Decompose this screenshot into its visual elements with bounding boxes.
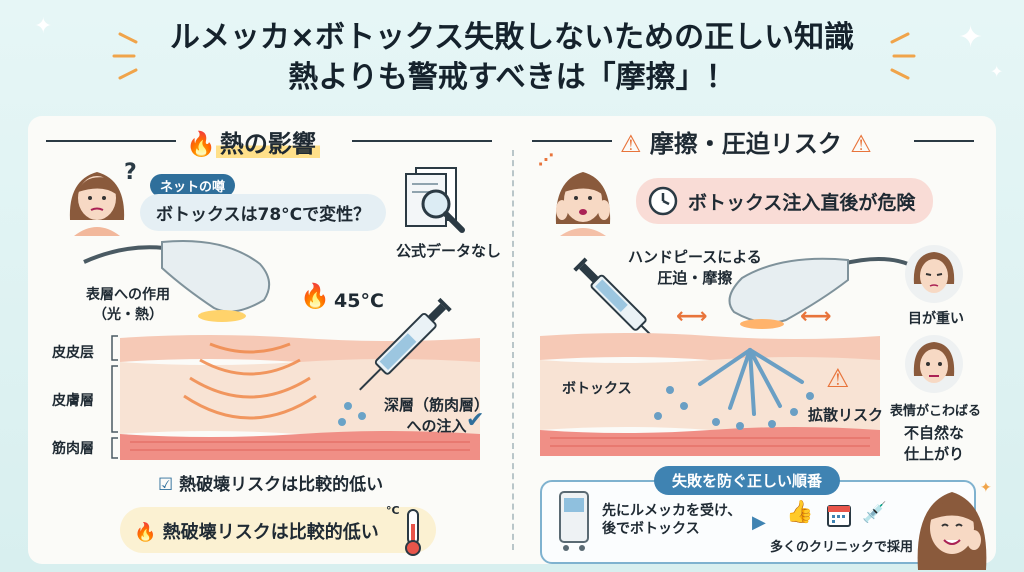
syringe-icon [359, 297, 452, 391]
thermometer-unit: °C [386, 504, 400, 517]
low-risk-pill-text: 🔥 熱破壊リスクは比較的低い [134, 522, 379, 543]
layer-brackets [111, 335, 118, 459]
check-circle-icon: ☑ [158, 475, 174, 495]
layer-label-dermis: 皮膚層 [52, 393, 94, 409]
alarm-lines-icon: ⋰ [538, 150, 554, 169]
arrow-right-icon: ⟷ [800, 304, 832, 329]
temperature-label: 45°C [334, 290, 384, 312]
heavy-eyes-label: 目が重い [908, 311, 964, 327]
magnifier-document-icon [405, 167, 465, 233]
arrow-left-icon: ⟷ [676, 304, 708, 329]
correct-order-heading: 失敗を防ぐ正しい順番 [654, 466, 841, 495]
smiling-woman-avatar [917, 492, 987, 570]
thumbs-up-icon: 👍 [786, 500, 814, 525]
fire-icon: 🔥 [300, 282, 330, 310]
skin-cross-section-right [540, 333, 880, 456]
no-data-label: 公式データなし [396, 242, 502, 260]
fire-icon: 🔥 [186, 130, 216, 158]
shocked-woman-avatar [555, 172, 611, 236]
heading-rule [532, 140, 612, 142]
sparkle-icon: ✦ [958, 20, 984, 55]
title-decoration-right [890, 32, 916, 80]
handpiece-pressure-label: ハンドピースによる 圧迫・摩擦 [628, 248, 762, 287]
thermometer-icon [405, 509, 421, 556]
fire-icon: 🔥 [134, 522, 157, 543]
stiff-face-avatar [905, 335, 963, 393]
sparkle-icon: ✦ [980, 480, 992, 496]
clock-icon [648, 186, 678, 216]
title-decoration-left [112, 32, 138, 80]
question-icon: ? [124, 160, 137, 185]
sparkle-icon: ✦ [34, 14, 53, 39]
warning-icon: ⚠ [826, 364, 850, 394]
rumor-tag: ネットの噂 [150, 174, 236, 197]
low-risk-check: ☑ 熱破壊リスクは比較的低い [158, 475, 384, 495]
low-risk-pill [120, 507, 436, 553]
heavy-eyes-avatar [905, 245, 963, 303]
deep-injection-label: 深層（筋肉層） への注入 [384, 396, 490, 435]
title-line-2: 熱よりも警戒すべきは「摩擦」！ [288, 60, 736, 95]
heading-rule [46, 140, 176, 142]
play-arrow-icon: ▶ [752, 512, 766, 533]
layer-label-epidermis: 皮皮层 [52, 345, 94, 361]
title-line-1: ルメッカ×ボトックス失敗しないための正しい知識 [169, 20, 855, 55]
worried-woman-avatar [69, 172, 125, 236]
warning-icon: ⚠ [620, 130, 642, 158]
syringe-icon [573, 257, 662, 346]
machine-icon [559, 491, 589, 551]
order-step-label: 先にルメッカを受け、 後でボトックス [602, 503, 742, 537]
check-icon: ✔ [466, 408, 485, 433]
right-heading: ⚠ 摩擦・圧迫リスク ⚠ [620, 130, 872, 158]
page-title: ルメッカ×ボトックス失敗しないための正しい知識 熱よりも警戒すべきは「摩擦」！ [0, 18, 1024, 98]
danger-pill: ボトックス注入直後が危険 [636, 178, 934, 224]
rumor-bubble: ボトックスは78°Cで変性？ [140, 194, 387, 231]
warning-icon: ⚠ [850, 130, 872, 158]
adopted-label: 多くのクリニックで採用 [770, 540, 914, 555]
botox-label: ボトックス [562, 381, 632, 397]
heading-rule [914, 140, 974, 142]
section-divider [512, 150, 514, 550]
syringe-icon: 💉 [862, 500, 887, 524]
heading-rule [352, 140, 492, 142]
surface-action-label: 表層への作用 （光・熱） [86, 287, 170, 323]
layer-label-muscle: 筋肉層 [52, 441, 94, 457]
calendar-icon [827, 505, 851, 527]
left-heading: 🔥熱の影響 [186, 124, 320, 159]
lumecca-handpiece-left [83, 239, 271, 322]
diffusion-risk-label: 拡散リスク [808, 406, 884, 424]
lumecca-handpiece-right [728, 257, 909, 329]
unnatural-result-label: 不自然な 仕上がり [904, 424, 965, 463]
stiff-face-label: 表情がこわばる [890, 404, 982, 419]
sparkle-icon: ✦ [990, 62, 1004, 81]
